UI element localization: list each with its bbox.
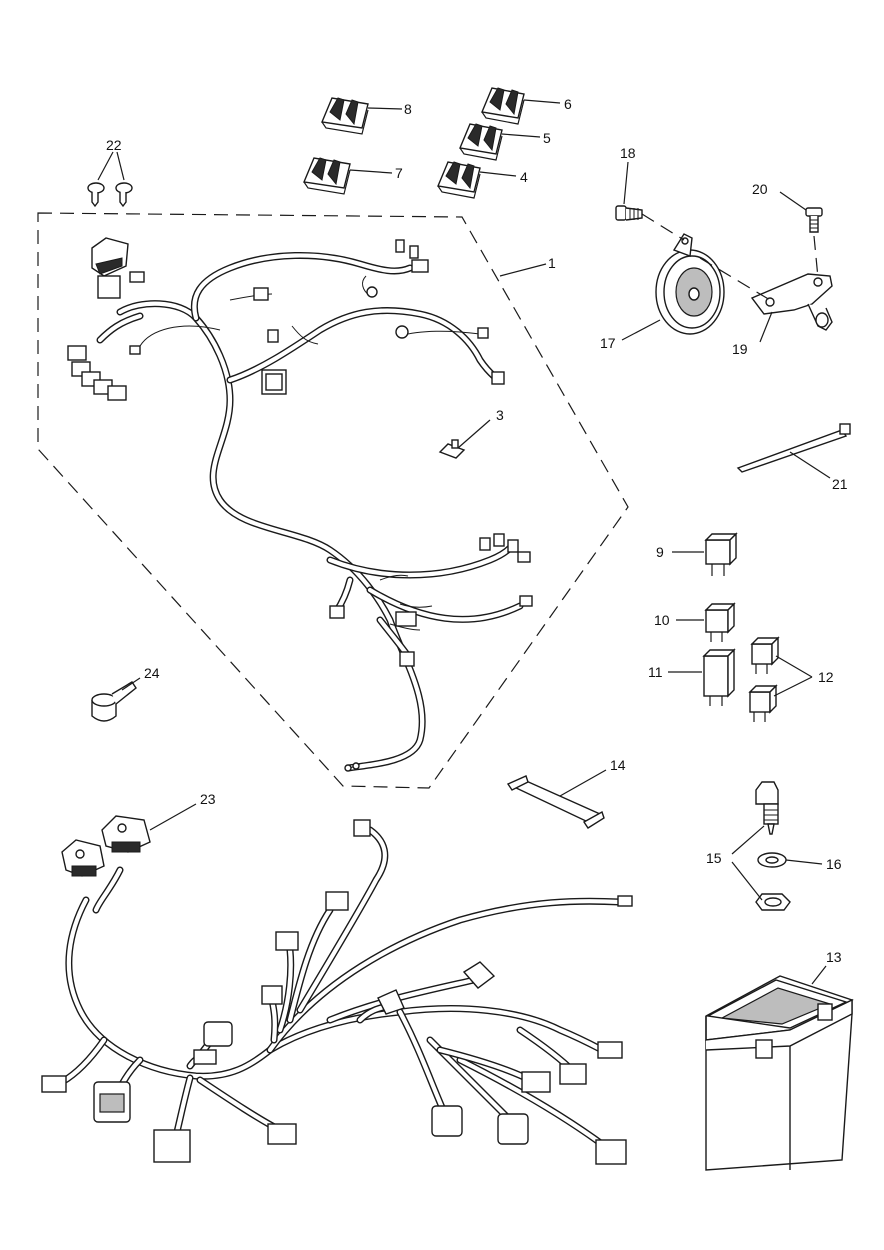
fuse-4 <box>437 161 481 199</box>
callout-18: 18 <box>620 145 636 161</box>
engine-harness-23-connectors <box>41 815 633 1165</box>
callout-16: 16 <box>826 856 842 872</box>
callout-19: 19 <box>732 341 748 357</box>
screw-22 <box>87 151 133 208</box>
fuse-5 <box>459 123 503 161</box>
horn-bracket-19 <box>750 273 833 331</box>
relay-12-lower <box>748 684 778 722</box>
callout-17: 17 <box>600 335 616 351</box>
harness-1-connectors <box>67 237 533 772</box>
fuse-6 <box>481 87 525 125</box>
callout-7: 7 <box>395 165 403 181</box>
callout-22: 22 <box>106 137 122 153</box>
switch-15 <box>755 781 779 835</box>
relay-11 <box>702 648 736 706</box>
relay-10 <box>704 602 736 642</box>
cap-24 <box>91 681 137 722</box>
washer-16 <box>757 852 787 868</box>
battery-strap-14 <box>506 775 605 829</box>
callout-20: 20 <box>752 181 768 197</box>
callout-24: 24 <box>144 665 160 681</box>
fuse-7 <box>303 157 351 195</box>
callout-11: 11 <box>648 664 663 680</box>
callout-3: 3 <box>496 407 504 423</box>
bolt-18 <box>615 205 643 221</box>
engine-harness-23 <box>58 826 624 1154</box>
callout-6: 6 <box>564 96 572 112</box>
relay-9 <box>704 532 738 576</box>
callout-23: 23 <box>200 791 216 807</box>
callout-15: 15 <box>706 850 722 866</box>
harness-1-outline <box>37 212 629 789</box>
callout-21: 21 <box>832 476 848 492</box>
horn-17 <box>655 233 725 335</box>
callout-13: 13 <box>826 949 842 965</box>
relay-12-upper <box>750 636 780 674</box>
fuse-8 <box>321 97 369 135</box>
battery-13 <box>705 975 854 1171</box>
callout-9: 9 <box>656 544 664 560</box>
callout-5: 5 <box>543 130 551 146</box>
callout-1: 1 <box>548 255 556 271</box>
nut-15 <box>755 893 791 911</box>
callout-10: 10 <box>654 612 670 628</box>
bolt-20 <box>805 207 823 233</box>
main-harness-1 <box>96 252 524 772</box>
callout-4: 4 <box>520 169 528 185</box>
callout-12: 12 <box>818 669 834 685</box>
cable-tie-21 <box>736 423 851 473</box>
callout-8: 8 <box>404 101 412 117</box>
callout-14: 14 <box>610 757 626 773</box>
